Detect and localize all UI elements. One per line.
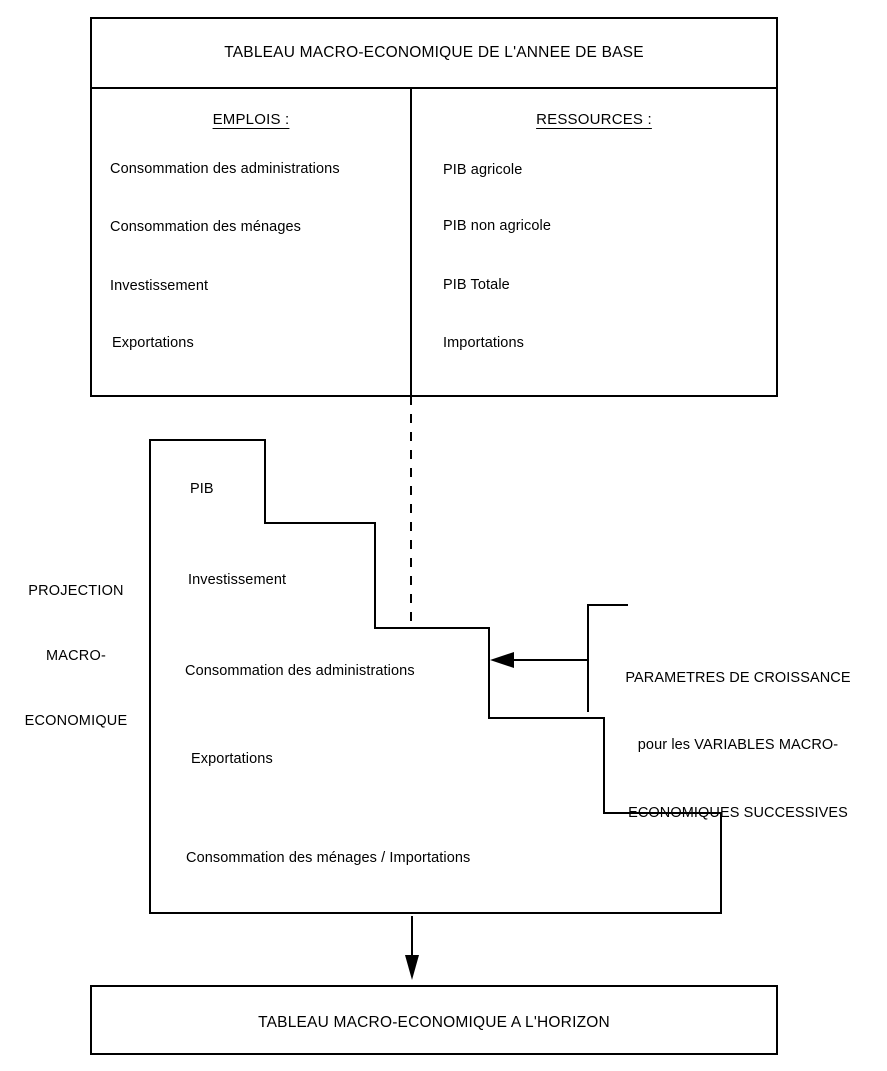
projection-side-label-line-3: ECONOMIQUE (24, 713, 128, 729)
top-table-title: TABLEAU MACRO-ECONOMIQUE DE L'ANNEE DE B… (224, 44, 644, 61)
bottom-arrow-head (405, 955, 419, 980)
emplois-item-investissement: Investissement (110, 278, 209, 294)
parameters-note-line-3: ECONOMIQUES SUCCESSIVES (628, 804, 848, 821)
parameters-note: PARAMETRES DE CROISSANCE pour les VARIAB… (592, 622, 884, 869)
staircase-step-pib: PIB (190, 481, 214, 497)
bottom-box-title: TABLEAU MACRO-ECONOMIQUE A L'HORIZON (258, 1014, 610, 1031)
projection-side-label-line-1: PROJECTION (28, 582, 124, 599)
emplois-item-consommation-administrations: Consommation des administrations (110, 161, 340, 177)
top-table-border (90, 17, 778, 397)
projection-side-label: PROJECTION MACRO- ECONOMIQUE (8, 537, 144, 776)
parameters-note-line-2: pour les VARIABLES MACRO- (637, 737, 839, 754)
parameters-arrow-head (490, 652, 514, 668)
ressources-item-importations: Importations (443, 335, 524, 351)
emplois-item-exportations: Exportations (112, 335, 194, 351)
ressources-item-pib-non-agricole: PIB non agricole (443, 218, 551, 234)
staircase-step-consommation-menages-importations: Consommation des ménages / Importations (186, 850, 471, 866)
ressources-column-header: RESSOURCES : (536, 111, 652, 128)
ressources-item-pib-totale: PIB Totale (443, 277, 510, 293)
staircase-step-exportations: Exportations (191, 751, 273, 767)
parameters-note-line-1: PARAMETRES DE CROISSANCE (625, 669, 851, 686)
emplois-column-header: EMPLOIS : (212, 111, 290, 128)
staircase-step-investissement: Investissement (188, 572, 287, 588)
staircase-step-consommation-administrations: Consommation des administrations (185, 663, 415, 679)
ressources-item-pib-agricole: PIB agricole (443, 162, 523, 178)
projection-side-label-line-2: MACRO- (45, 647, 106, 664)
emplois-item-consommation-menages: Consommation des ménages (110, 219, 301, 235)
